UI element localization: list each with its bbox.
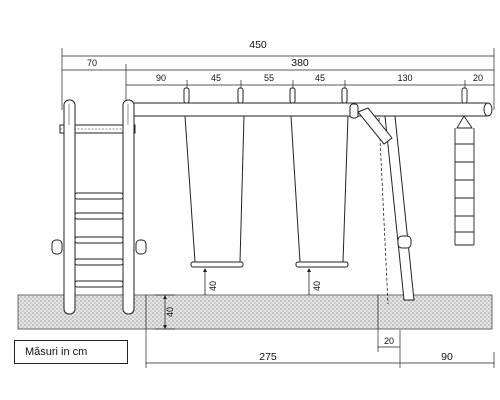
dimension-seat-1: 45 bbox=[211, 73, 221, 83]
dimension-seat-height-2: 40 bbox=[312, 281, 322, 291]
hanging-rope-ladder bbox=[454, 87, 475, 246]
dimension-base-span: 275 bbox=[259, 351, 277, 363]
seat-height-markers bbox=[203, 268, 311, 295]
ladder-tower bbox=[51, 99, 147, 315]
ground-strip bbox=[17, 294, 493, 330]
dimension-leg-offset: 20 bbox=[384, 336, 394, 346]
dimension-seat-2: 45 bbox=[315, 73, 325, 83]
a-frame-legs bbox=[349, 103, 415, 305]
dimension-end-gap: 20 bbox=[473, 73, 483, 83]
dimension-gap-2: 55 bbox=[264, 73, 274, 83]
dimension-gap-3: 130 bbox=[397, 73, 412, 83]
dimension-brace-span: 90 bbox=[441, 351, 453, 363]
dimension-ground-depth: 40 bbox=[165, 307, 175, 317]
top-beam bbox=[125, 102, 493, 117]
units-legend-label: Măsuri in cm bbox=[25, 346, 88, 358]
units-legend: Măsuri in cm bbox=[14, 340, 128, 364]
swing-seat-1 bbox=[183, 87, 245, 268]
ground-depth-marker bbox=[155, 294, 175, 330]
swing-seat-2 bbox=[289, 87, 349, 268]
dimension-ladder-section: 70 bbox=[87, 58, 97, 68]
bottom-dimensions bbox=[145, 295, 495, 368]
dimension-overall-width: 450 bbox=[249, 39, 267, 51]
dimension-beam-section: 380 bbox=[291, 57, 309, 69]
dimension-seat-height-1: 40 bbox=[208, 281, 218, 291]
dimension-gap-1: 90 bbox=[156, 73, 166, 83]
